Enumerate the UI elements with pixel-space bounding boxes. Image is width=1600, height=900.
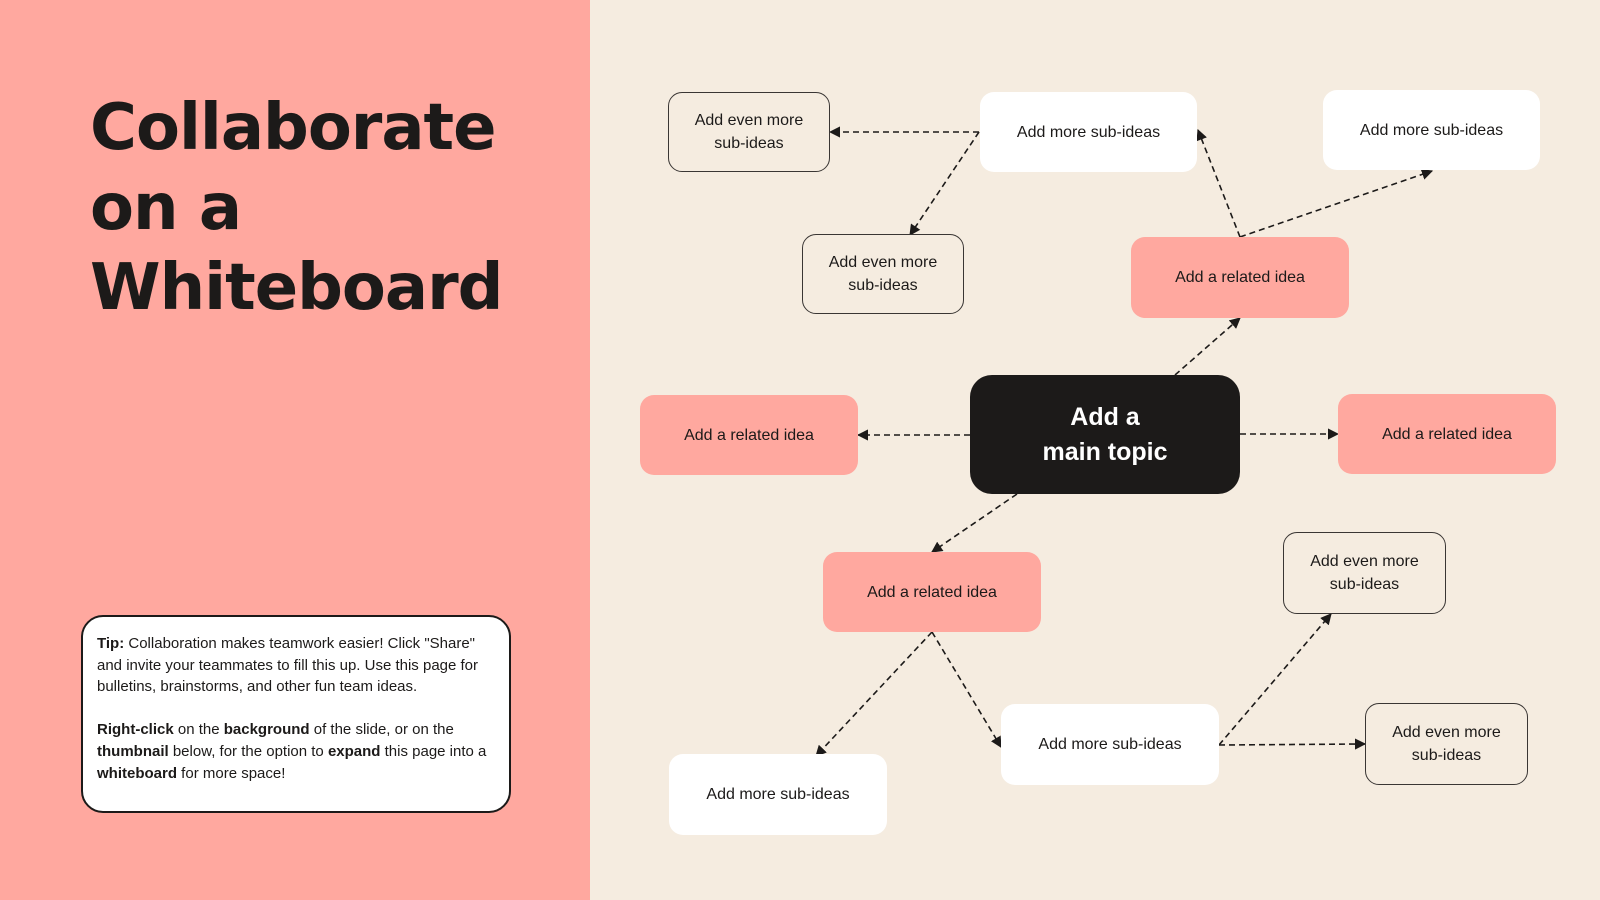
tip-bold-text: whiteboard [97, 764, 178, 782]
node-label: Add a related idea [1382, 425, 1512, 443]
page-title-line: on a [90, 171, 242, 245]
related-idea-node[interactable]: Add a related idea [1338, 394, 1556, 474]
sub-idea-node[interactable]: Add more sub-ideas [1323, 90, 1540, 170]
node-label: Add even more sub-ideas [1310, 550, 1419, 596]
node-label: Add more sub-ideas [1016, 123, 1161, 141]
node-label-line: Add even more [828, 254, 938, 271]
tip-text: Collaboration makes teamwork easier! Cli… [97, 635, 479, 696]
related-idea-node[interactable]: Add a related idea [640, 395, 858, 475]
sub-idea-node[interactable]: Add more sub-ideas [980, 92, 1197, 172]
node-label-line: Add even more [1392, 724, 1501, 741]
sub-sub-idea-node[interactable]: Add even more sub-ideas [1283, 532, 1446, 614]
node-label-line: Add even more [694, 112, 804, 129]
main-topic-node[interactable]: Add a main topic [970, 375, 1240, 494]
tip-bold-text: thumbnail [97, 742, 169, 760]
tip-text: for more space! [177, 764, 286, 782]
tip-text: on the [173, 721, 224, 739]
page-title-line: Collaborate [90, 91, 497, 165]
node-label-line: Add a [1070, 402, 1140, 431]
tip-text: below, for the option to [168, 742, 328, 760]
sub-sub-idea-node[interactable]: Add even more sub-ideas [1365, 703, 1528, 785]
node-label: Add more sub-ideas [1038, 736, 1182, 753]
sub-sub-idea-node[interactable]: Add even more sub-ideas [668, 92, 830, 172]
node-label: Add a related idea [684, 426, 814, 444]
node-label: Add a main topic [1042, 400, 1167, 470]
related-idea-node[interactable]: Add a related idea [823, 552, 1041, 632]
tip-bold-text: background [223, 721, 310, 739]
tip-paragraph: Right-click on the background of the sli… [97, 719, 495, 784]
node-label: Add more sub-ideas [1359, 121, 1504, 139]
left-panel: Collaborate on a Whiteboard Tip: Collabo… [0, 0, 590, 900]
tip-text: of the slide, or on the [309, 721, 454, 739]
node-label: Add more sub-ideas [706, 786, 850, 803]
node-label: Add even more sub-ideas [829, 251, 938, 297]
node-label-line: sub-ideas [714, 135, 784, 152]
node-label-line: Add even more [1310, 553, 1419, 570]
tip-paragraph: Tip: Collaboration makes teamwork easier… [97, 633, 495, 698]
tip-label: Tip: [97, 635, 125, 652]
node-label: Add a related idea [1175, 269, 1305, 286]
node-label-line: sub-ideas [1411, 747, 1482, 764]
tip-text: this page into a [380, 742, 487, 760]
page-title-line: Whiteboard [90, 251, 503, 325]
node-label: Add even more sub-ideas [1392, 721, 1501, 767]
node-label-line: main topic [1042, 437, 1168, 466]
node-label: Add a related idea [867, 583, 997, 601]
node-label-line: sub-ideas [1329, 576, 1400, 593]
related-idea-node[interactable]: Add a related idea [1131, 237, 1349, 318]
node-label: Add even more sub-ideas [695, 109, 804, 155]
node-label-line: sub-ideas [848, 277, 918, 294]
sub-idea-node[interactable]: Add more sub-ideas [1001, 704, 1219, 785]
tip-box: Tip: Collaboration makes teamwork easier… [81, 615, 511, 813]
sub-sub-idea-node[interactable]: Add even more sub-ideas [802, 234, 964, 314]
sub-idea-node[interactable]: Add more sub-ideas [669, 754, 887, 835]
tip-bold-text: Right-click [97, 721, 174, 739]
page-title: Collaborate on a Whiteboard [90, 88, 503, 328]
tip-bold-text: expand [327, 742, 381, 760]
